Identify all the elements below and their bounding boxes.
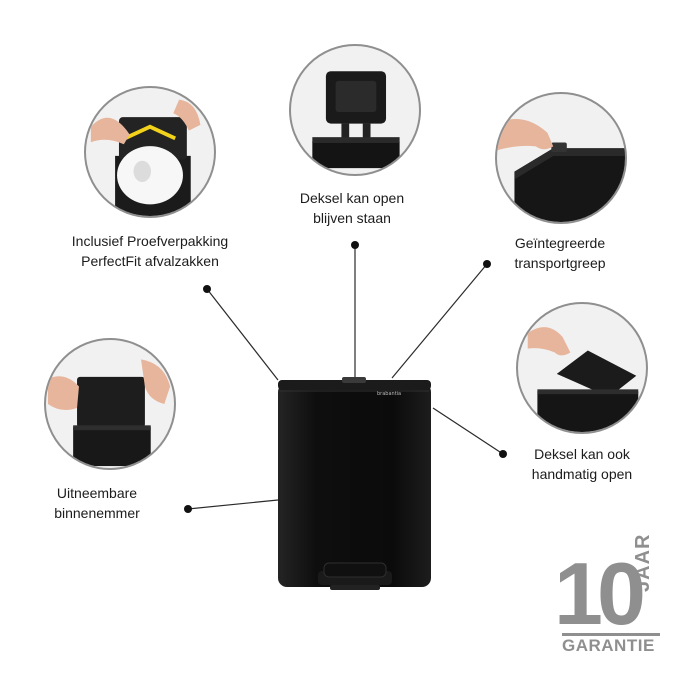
leader-line-bags	[206, 288, 279, 381]
leader-dot-manual-lid	[499, 450, 507, 458]
feature-label-manual-lid: Deksel kan ook handmatig open	[531, 446, 633, 482]
feature-image-manual-lid	[516, 302, 648, 434]
feature-image-handle	[495, 92, 627, 224]
bin-brand-logo: brabantia	[377, 391, 401, 397]
pedal-bin-image: brabantia	[278, 377, 431, 590]
leader-line-inner-bucket	[187, 499, 279, 510]
warranty-years: 10	[554, 544, 646, 643]
feature-label-lid-open: Deksel kan open blijven staan	[299, 190, 405, 226]
feature-image-lid-open	[289, 44, 421, 176]
feature-image-bags	[84, 86, 216, 218]
leader-dot-bags	[203, 285, 211, 293]
leader-dot-inner-bucket	[184, 505, 192, 513]
warranty-unit: JAAR	[632, 533, 654, 592]
feature-label-inner-bucket: Uitneembare binnenemmer	[54, 485, 140, 521]
feature-image-inner-bucket	[44, 338, 176, 470]
leader-line-manual-lid	[432, 407, 504, 455]
warranty-word: GARANTIE	[562, 636, 655, 655]
feature-label-bags: Inclusief Proefverpakking PerfectFit afv…	[71, 233, 229, 269]
leader-dot-handle	[483, 260, 491, 268]
warranty-badge: 10 JAAR GARANTIE	[552, 534, 664, 660]
leader-line-handle	[391, 263, 488, 379]
feature-label-handle: Geïntegreerde transportgreep	[514, 235, 606, 271]
warranty-divider	[562, 633, 660, 636]
leader-dot-lid-open	[351, 241, 359, 249]
